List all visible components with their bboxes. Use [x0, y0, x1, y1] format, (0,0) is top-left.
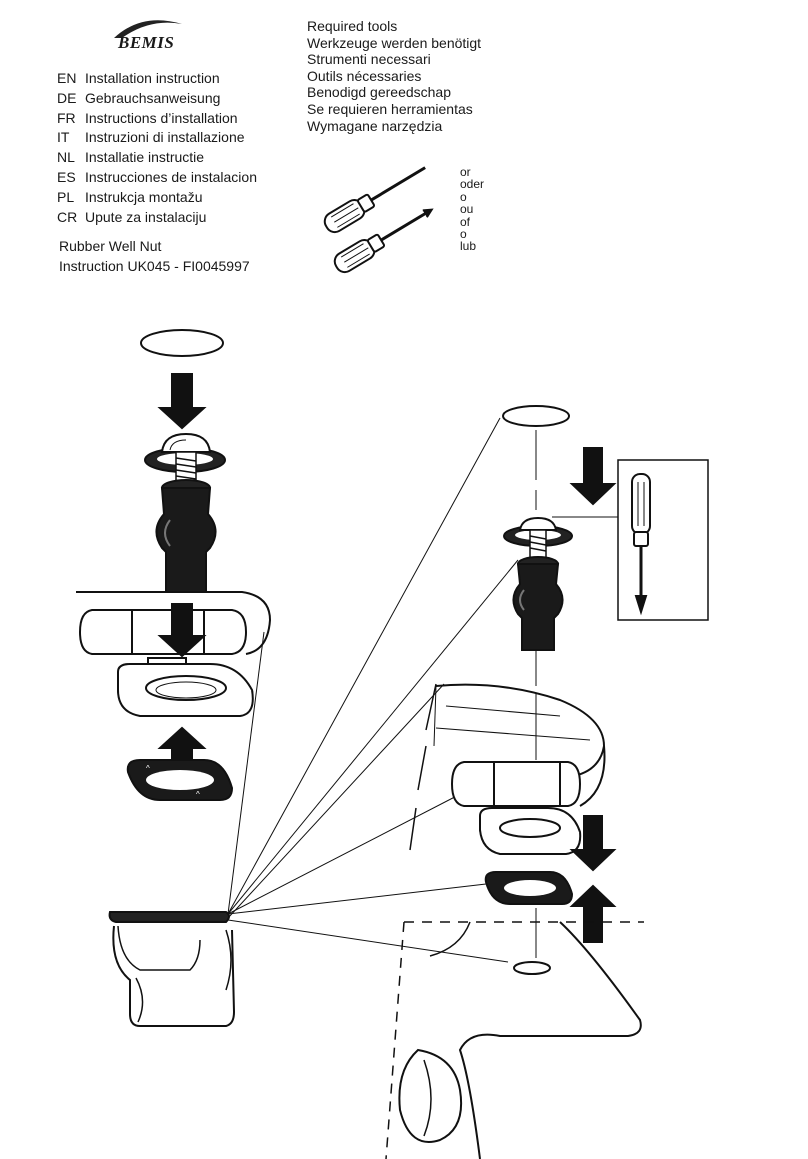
tool-callout-box [617, 459, 709, 621]
required-tools-line: Werkzeuge werden benötigt [307, 34, 482, 51]
product-info: Rubber Well Nut Instruction UK045 - FI00… [59, 237, 250, 277]
hinge-icon [450, 761, 582, 807]
language-row: IT Instruzioni di installazione [57, 128, 257, 148]
toilet-closeup-icon [385, 683, 644, 1159]
or-word: lub [460, 239, 477, 254]
or-word: o [460, 189, 467, 204]
svg-text:^: ^ [146, 764, 150, 773]
language-title: Installation instruction [85, 70, 220, 86]
required-tools-line: Outils nécessaries [307, 67, 422, 84]
language-title: Gebrauchsanweisung [85, 89, 221, 106]
language-title: Instruzioni di installazione [85, 129, 245, 146]
flathead-screwdriver-icon [323, 166, 426, 234]
or-word: ou [460, 202, 474, 217]
mounting-hole-icon [513, 961, 551, 975]
language-title: Instructions d’installation [85, 109, 238, 126]
cover-cap-icon [502, 405, 570, 427]
bemis-logo-text: BEMIS [118, 33, 175, 52]
language-title: Installatie instructie [85, 149, 205, 166]
arrow-up-icon [569, 884, 617, 943]
instruction-number: Instruction UK045 - FI0045997 [59, 257, 250, 274]
threaded-stud-icon [175, 451, 197, 487]
hinge-icon [78, 609, 248, 655]
or-word: oder [460, 177, 485, 192]
gasket-icon: ^ ^ [126, 759, 234, 801]
language-row: ES Instrucciones de instalacion [57, 168, 257, 188]
left-exploded-view: ^ ^ [76, 329, 272, 801]
rubber-well-nut-icon [155, 479, 217, 593]
required-tools-line: Wymagane narzędzia [307, 117, 443, 134]
required-tools-line: Strumenti necessari [307, 51, 431, 68]
language-code: IT [57, 129, 70, 146]
language-code: PL [57, 188, 75, 205]
language-code: NL [57, 149, 75, 166]
arrow-down-icon [157, 373, 207, 430]
phillips-screwdriver-icon [631, 473, 651, 616]
bemis-logo-swoosh [114, 20, 182, 38]
or-word: of [460, 214, 471, 229]
language-row: DE Gebrauchsanweisung [57, 89, 257, 109]
language-code: FR [57, 109, 76, 126]
language-row: CR Upute za instalaciju [57, 208, 257, 228]
product-name: Rubber Well Nut [59, 238, 162, 254]
arrow-down-icon [569, 447, 617, 506]
bolt-head-icon [160, 432, 212, 453]
required-tools-line: Required tools [307, 18, 398, 34]
language-code: CR [57, 208, 78, 225]
rubber-well-nut-icon [512, 556, 564, 651]
or-word: o [460, 227, 467, 242]
language-row: EN Installation instruction [57, 69, 257, 89]
language-row: PL Instrukcja montažu [57, 188, 257, 208]
language-code: DE [57, 89, 77, 106]
language-code: EN [57, 70, 77, 86]
arrow-down-icon [569, 815, 617, 872]
right-exploded-view [433, 405, 709, 958]
required-tools-line: Se requieren herramientas [307, 100, 473, 117]
language-title: Upute za instalaciju [85, 208, 207, 225]
base-plate-icon [117, 663, 254, 717]
cover-cap-icon [140, 329, 224, 357]
required-tools-line: Benodigd gereedschap [307, 84, 452, 101]
or-words-list: or oder o ou of o lub [460, 166, 484, 253]
language-list: EN Installation instruction DE Gebrauchsan… [57, 69, 257, 227]
gasket-icon [484, 871, 574, 905]
language-code: ES [57, 168, 76, 185]
or-word: or [460, 165, 471, 179]
perspective-lines [227, 417, 519, 963]
screwdrivers-illustration [323, 166, 434, 274]
phillips-screwdriver-icon [333, 208, 434, 274]
seat-edge-outline [76, 591, 272, 655]
language-row: FR Instructions d’installation [57, 109, 257, 129]
language-row: NL Installatie instructie [57, 148, 257, 168]
language-title: Instrucciones de instalacion [85, 168, 257, 185]
svg-text:^: ^ [196, 790, 200, 799]
language-title: Instrukcja montažu [85, 188, 203, 205]
toilet-icon [108, 911, 236, 1027]
bolt-head-icon [518, 516, 558, 531]
threaded-stud-icon [529, 529, 547, 561]
required-tools-list: Required tools Werkzeuge werden benötigt… [307, 18, 481, 134]
base-plate-icon [479, 807, 582, 855]
seat-icon [433, 683, 606, 807]
arrow-down-icon [157, 603, 207, 658]
